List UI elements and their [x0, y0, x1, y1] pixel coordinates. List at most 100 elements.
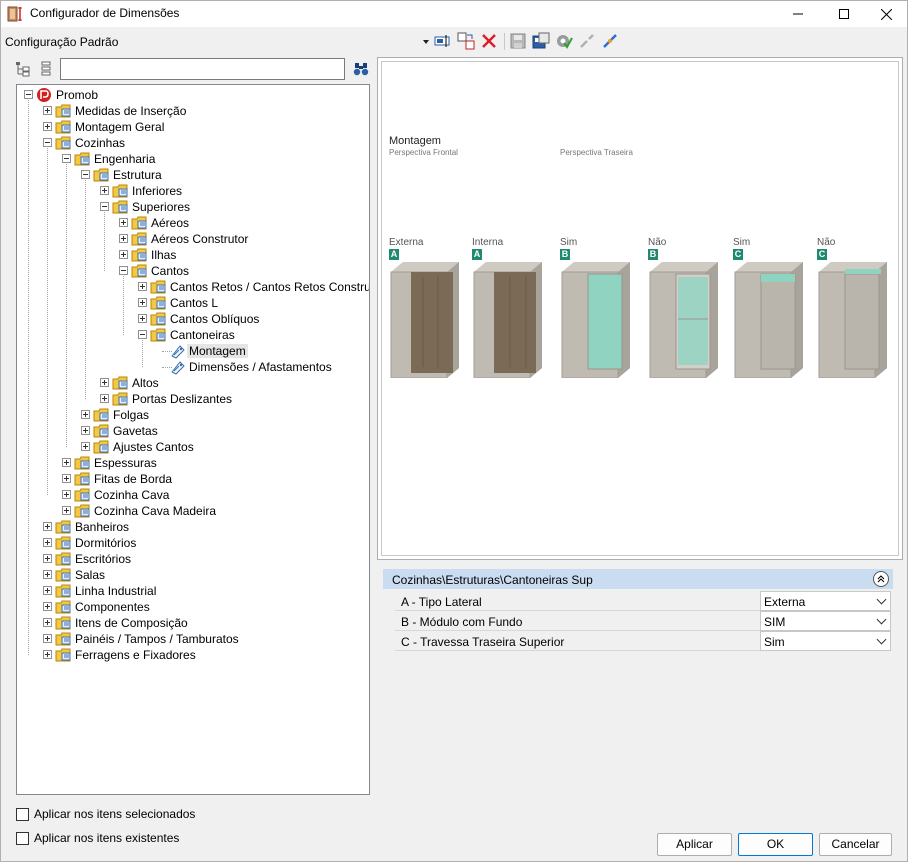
tree-node[interactable]: Cantos Retos / Cantos Retos Construtor [17, 279, 369, 295]
expand-icon[interactable] [62, 474, 71, 483]
expand-icon[interactable] [43, 122, 52, 131]
tree-node[interactable]: Linha Industrial [17, 583, 367, 599]
folder-icon [55, 519, 72, 535]
disconnect-icon[interactable] [578, 32, 596, 50]
expand-icon[interactable] [62, 506, 71, 515]
delete-icon[interactable] [480, 32, 498, 50]
tree-node[interactable]: Espessuras [17, 455, 367, 471]
collapse-icon[interactable] [100, 202, 109, 211]
tree-node[interactable]: Montagem [17, 343, 367, 359]
binoculars-icon[interactable] [353, 61, 369, 77]
expand-icon[interactable] [100, 186, 109, 195]
tree-node[interactable]: Ferragens e Fixadores [17, 647, 367, 663]
apply-selected-checkbox[interactable] [16, 808, 29, 821]
export-icon[interactable] [532, 32, 550, 50]
tree-node[interactable]: Ilhas [17, 247, 367, 263]
tree-node[interactable]: Cantos L [17, 295, 367, 311]
tree-node[interactable]: Cozinha Cava [17, 487, 367, 503]
expand-icon[interactable] [43, 634, 52, 643]
expand-icon[interactable] [43, 650, 52, 659]
tree-node[interactable]: Cantos Oblíquos [17, 311, 367, 327]
tree-node[interactable]: Dormitórios [17, 535, 367, 551]
tree-node[interactable]: Painéis / Tampos / Tamburatos [17, 631, 367, 647]
tree-node[interactable]: Montagem Geral [17, 119, 367, 135]
collapse-all-icon[interactable] [38, 61, 54, 77]
expand-icon[interactable] [43, 554, 52, 563]
cancel-button[interactable]: Cancelar [819, 833, 892, 856]
tree-node[interactable]: Folgas [17, 407, 367, 423]
collapse-icon[interactable] [81, 170, 90, 179]
configuration-select[interactable]: Configuração Padrão [3, 31, 431, 53]
expand-icon[interactable] [43, 522, 52, 531]
tree-node[interactable]: Itens de Composição [17, 615, 367, 631]
tree-node[interactable]: Medidas de Inserção [17, 103, 367, 119]
expand-icon[interactable] [119, 250, 128, 259]
save-icon[interactable] [509, 32, 527, 50]
expand-icon[interactable] [62, 490, 71, 499]
property-value-select[interactable]: Externa [760, 591, 891, 611]
tree-node[interactable]: Cantos [17, 263, 367, 279]
expand-icon[interactable] [100, 394, 109, 403]
expand-icon[interactable] [43, 602, 52, 611]
tree-node[interactable]: Gavetas [17, 423, 367, 439]
tree-node[interactable]: Escritórios [17, 551, 367, 567]
expand-icon[interactable] [138, 314, 147, 323]
ok-button[interactable]: OK [738, 833, 813, 856]
apply-check-icon[interactable] [555, 32, 573, 50]
tree-node[interactable]: Engenharia [17, 151, 367, 167]
expand-icon[interactable] [81, 426, 90, 435]
expand-icon[interactable] [81, 410, 90, 419]
tree-node[interactable]: Estrutura [17, 167, 367, 183]
tree-node[interactable]: Superiores [17, 199, 367, 215]
expand-icon[interactable] [119, 234, 128, 243]
tree-node[interactable]: Fitas de Borda [17, 471, 367, 487]
tree-node[interactable]: Salas [17, 567, 367, 583]
maximize-button[interactable] [821, 1, 867, 27]
tree-node[interactable]: Portas Deslizantes [17, 391, 367, 407]
expand-icon[interactable] [43, 106, 52, 115]
tree-node[interactable]: Banheiros [17, 519, 367, 535]
collapse-icon[interactable] [43, 138, 52, 147]
expand-icon[interactable] [119, 218, 128, 227]
rename-icon[interactable] [434, 32, 452, 50]
collapse-icon[interactable] [62, 154, 71, 163]
folder-icon [55, 615, 72, 631]
connect-icon[interactable] [601, 32, 619, 50]
tree-node[interactable]: Altos [17, 375, 367, 391]
expand-icon[interactable] [43, 570, 52, 579]
tree-node[interactable]: Cozinha Cava Madeira [17, 503, 367, 519]
close-button[interactable] [863, 1, 908, 27]
collapse-icon[interactable] [138, 330, 147, 339]
tree-node[interactable]: Cantoneiras [17, 327, 367, 343]
expand-icon[interactable] [100, 378, 109, 387]
property-value-select[interactable]: Sim [760, 631, 891, 651]
minimize-button[interactable] [775, 1, 821, 27]
expand-all-icon[interactable] [15, 61, 31, 77]
expand-icon[interactable] [138, 298, 147, 307]
apply-existing-checkbox[interactable] [16, 832, 29, 845]
apply-button[interactable]: Aplicar [657, 833, 732, 856]
close-icon [880, 8, 892, 20]
expand-icon[interactable] [43, 618, 52, 627]
move-icon[interactable] [457, 32, 475, 50]
expand-icon[interactable] [43, 538, 52, 547]
property-value-select[interactable]: SIM [760, 611, 891, 631]
tree-node[interactable]: Aéreos [17, 215, 367, 231]
expand-icon[interactable] [81, 442, 90, 451]
tree-node[interactable]: Ajustes Cantos [17, 439, 367, 455]
tree-node[interactable]: Aéreos Construtor [17, 231, 367, 247]
tree-node[interactable]: Promob [17, 87, 367, 103]
tree-node[interactable]: Cozinhas [17, 135, 367, 151]
expand-icon[interactable] [43, 586, 52, 595]
tree-node[interactable]: Inferiores [17, 183, 367, 199]
tree-node[interactable]: Dimensões / Afastamentos [17, 359, 367, 375]
expand-icon[interactable] [138, 282, 147, 291]
collapse-button[interactable] [873, 571, 889, 587]
expand-icon[interactable] [62, 458, 71, 467]
tree-node[interactable]: Componentes [17, 599, 367, 615]
option-badge: A [472, 249, 482, 260]
tree-search-input[interactable] [60, 58, 345, 80]
collapse-icon[interactable] [119, 266, 128, 275]
collapse-icon[interactable] [24, 90, 33, 99]
